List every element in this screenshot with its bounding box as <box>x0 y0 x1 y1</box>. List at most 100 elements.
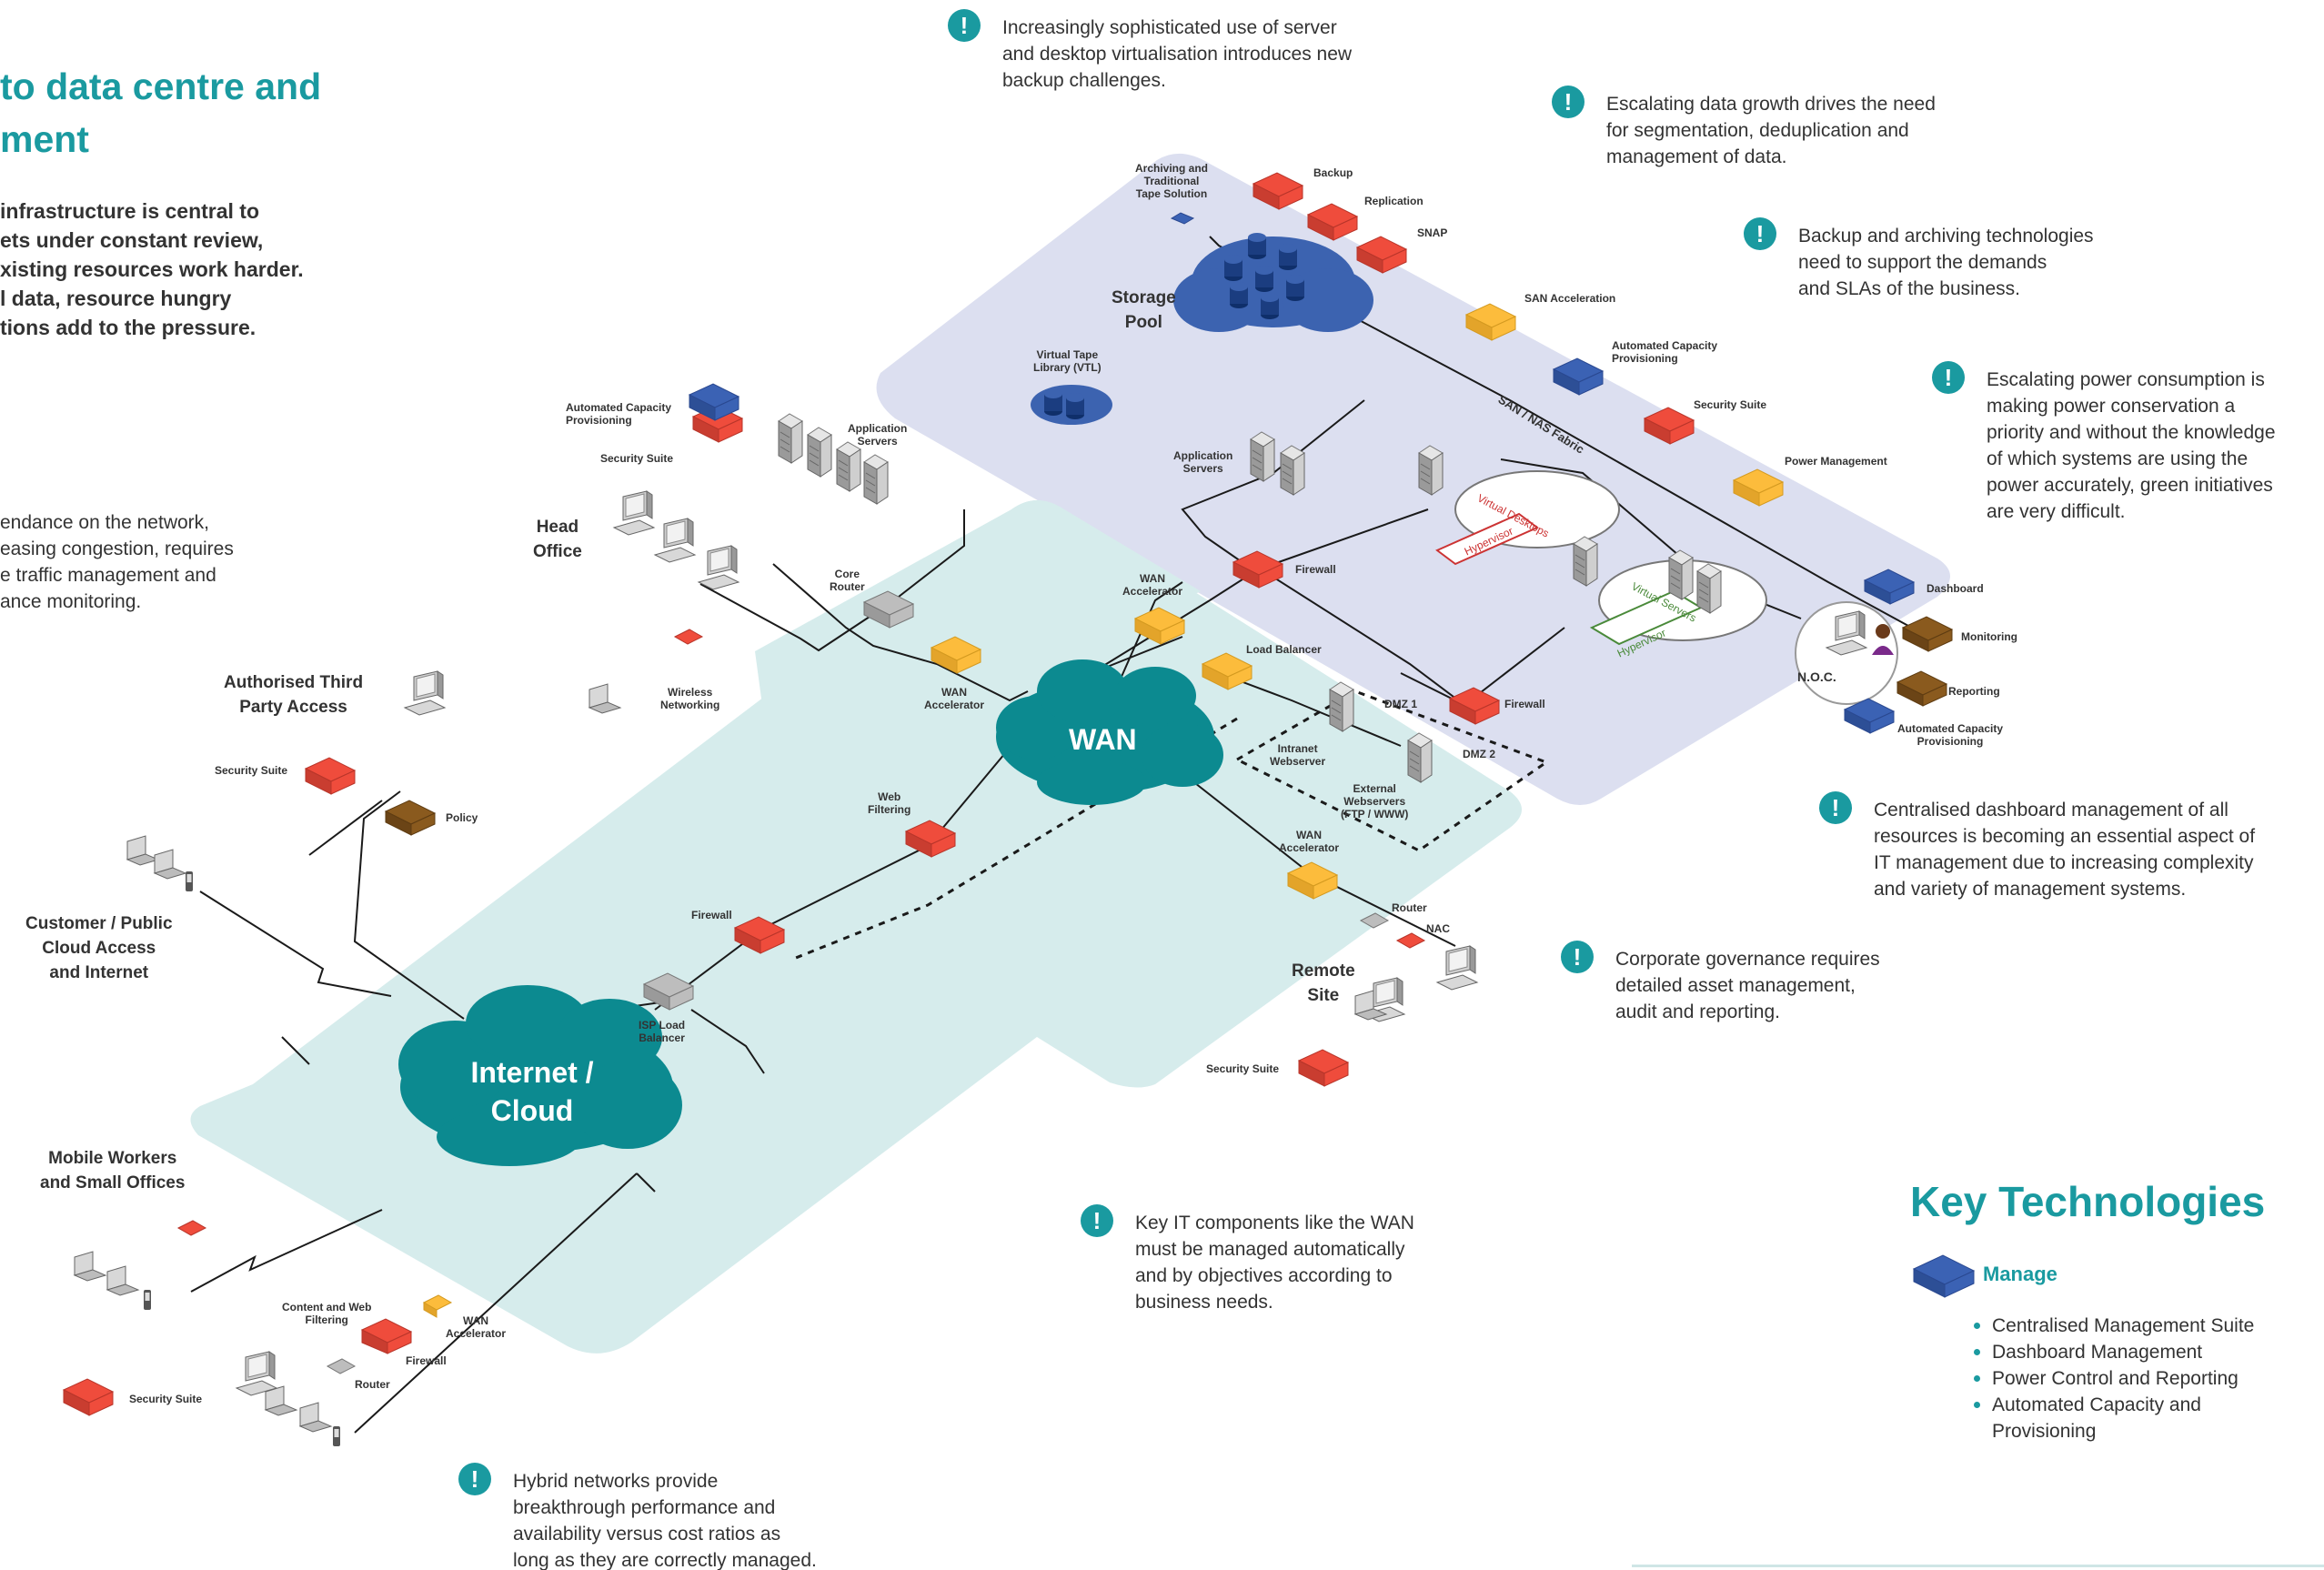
label-line: Mobile Workers <box>48 1149 177 1168</box>
alert-icon: ! <box>1932 361 1965 394</box>
label-firewall-inet: Firewall <box>691 909 732 921</box>
label-line: Accelerator <box>924 699 985 711</box>
callout-line: priority and without the knowledge <box>1987 422 2276 443</box>
label-authorised: Authorised Third Party Access <box>224 670 363 720</box>
label-dmz2: DMZ 2 <box>1463 748 1495 760</box>
virtual-desktops-cloud <box>1435 470 1620 566</box>
label-line: Provisioning <box>1612 352 1678 365</box>
label-line: Filtering <box>868 803 911 816</box>
label-auto-capacity-noc: Automated Capacity Provisioning <box>1897 722 2003 748</box>
label-line: Archiving and <box>1135 162 1209 175</box>
callout-governance: ! Corporate governance requires detailed… <box>1561 941 1880 1025</box>
callout-line: resources is becoming an essential aspec… <box>1874 826 2256 847</box>
internet-cloud-line-2: Cloud <box>490 1094 574 1127</box>
label-mobile: Mobile Workers and Small Offices <box>40 1146 185 1195</box>
callout-line: and variety of management systems. <box>1874 879 2187 900</box>
key-technologies-list: Centralised Management Suite Dashboard M… <box>1974 1313 2254 1444</box>
alert-icon: ! <box>1081 1204 1113 1237</box>
label-security-suite-ho: Security Suite <box>600 452 674 465</box>
label-line: Automated Capacity <box>566 401 672 414</box>
label-snap: SNAP <box>1417 226 1448 239</box>
label-remote-site: Remote Site <box>1292 959 1355 1008</box>
label-content-filtering: Content and Web Filtering <box>282 1301 371 1326</box>
callout-line: and SLAs of the business. <box>1798 278 2020 299</box>
label-line: Networking <box>660 699 720 711</box>
key-technology-item: Power Control and Reporting <box>1974 1365 2254 1392</box>
callout-line: and desktop virtualisation introduces ne… <box>1002 44 1353 65</box>
key-technology-item: Automated Capacity and <box>1974 1392 2254 1418</box>
label-line: Router <box>830 580 865 593</box>
label-line: Customer / Public <box>25 914 173 933</box>
label-line: Automated Capacity <box>1612 339 1718 352</box>
callout-line: breakthrough performance and <box>513 1497 776 1518</box>
label-line: Servers <box>1182 462 1223 475</box>
side-text-line: e traffic management and <box>0 565 216 586</box>
callout-line: for segmentation, deduplication and <box>1606 120 1909 141</box>
label-dmz1: DMZ 1 <box>1384 698 1417 710</box>
wan-cloud <box>996 659 1223 805</box>
label-line: WAN <box>941 686 968 699</box>
internet-cloud-line-1: Internet / <box>470 1056 594 1089</box>
callout-wan: ! Key IT components like the WAN must be… <box>1081 1204 1414 1315</box>
label-dashboard: Dashboard <box>1927 582 1984 595</box>
callout-hybrid: ! Hybrid networks provide breakthrough p… <box>458 1463 817 1570</box>
label-line: Provisioning <box>1917 735 1984 748</box>
label-wan-acc-remote: WAN Accelerator <box>1279 829 1339 854</box>
intro-line: tions add to the pressure. <box>0 316 257 339</box>
label-noc: N.O.C. <box>1797 669 1836 684</box>
callout-line: business needs. <box>1135 1292 1273 1313</box>
key-technologies-title: Key Technologies <box>1910 1178 2266 1225</box>
callout-virtualisation: ! Increasingly sophisticated use of serv… <box>948 9 1353 94</box>
label-line: Application <box>1173 449 1233 462</box>
label-line: Storage <box>1112 288 1176 307</box>
callout-line: need to support the demands <box>1798 252 2047 273</box>
callout-line: Key IT components like the WAN <box>1135 1213 1414 1233</box>
key-technology-item: Centralised Management Suite <box>1974 1313 2254 1339</box>
label-line: ISP Load <box>639 1019 686 1032</box>
label-line: WAN <box>1296 829 1323 841</box>
callout-line: are very difficult. <box>1987 501 2126 522</box>
callout-line: IT management due to increasing complexi… <box>1874 852 2254 873</box>
intro-line: xisting resources work harder. <box>0 257 304 281</box>
label-app-servers-dc: Application Servers <box>1173 449 1232 475</box>
label-line: Pool <box>1124 313 1162 332</box>
callout-data-growth: ! Escalating data growth drives the need… <box>1552 86 1936 170</box>
intro-line: infrastructure is central to <box>0 199 260 223</box>
virtual-servers-cloud <box>1589 559 1767 646</box>
label-san-acceleration: SAN Acceleration <box>1524 292 1616 305</box>
label-line: Balancer <box>639 1032 685 1044</box>
label-line: Remote <box>1292 961 1355 981</box>
alert-icon: ! <box>1744 217 1776 250</box>
label-line: Webservers <box>1343 795 1406 808</box>
label-line: Authorised Third <box>224 673 364 692</box>
label-line: Intranet <box>1277 742 1318 755</box>
side-text-line: easing congestion, requires <box>0 538 234 559</box>
intro-line: l data, resource hungry <box>0 287 232 310</box>
side-text: endance on the network, easing congestio… <box>0 509 234 615</box>
vtl-cloud <box>1031 385 1112 425</box>
callout-line: Backup and archiving technologies <box>1798 226 2094 247</box>
label-line: and Internet <box>49 963 149 982</box>
label-isp-lb: ISP Load Balancer <box>639 1019 685 1044</box>
label-wan-acc-small: WAN Accelerator <box>446 1314 506 1340</box>
label-core-router: Core Router <box>830 568 865 593</box>
label-wireless: Wireless Networking <box>660 686 719 711</box>
wan-cloud-label: WAN <box>1069 723 1137 756</box>
label-load-balancer: Load Balancer <box>1246 643 1322 656</box>
label-security-suite-small: Security Suite <box>129 1393 203 1405</box>
intro-line: ets under constant review, <box>0 228 264 252</box>
label-line: (FTP / WWW) <box>1341 808 1409 820</box>
key-technology-item-cont: Provisioning <box>1992 1421 2097 1442</box>
callout-line: and by objectives according to <box>1135 1265 1393 1286</box>
label-external: External Webservers (FTP / WWW) <box>1341 782 1408 820</box>
alert-icon: ! <box>948 9 981 42</box>
callout-line: Hybrid networks provide <box>513 1471 719 1492</box>
footer-rule <box>1632 1565 2324 1567</box>
callout-line: backup challenges. <box>1002 70 1166 91</box>
label-router-small: Router <box>355 1378 390 1391</box>
label-security-suite-dc: Security Suite <box>1694 398 1767 411</box>
callout-line: management of data. <box>1606 146 1787 167</box>
label-line: WAN <box>1140 572 1166 585</box>
alert-icon: ! <box>1819 791 1852 824</box>
